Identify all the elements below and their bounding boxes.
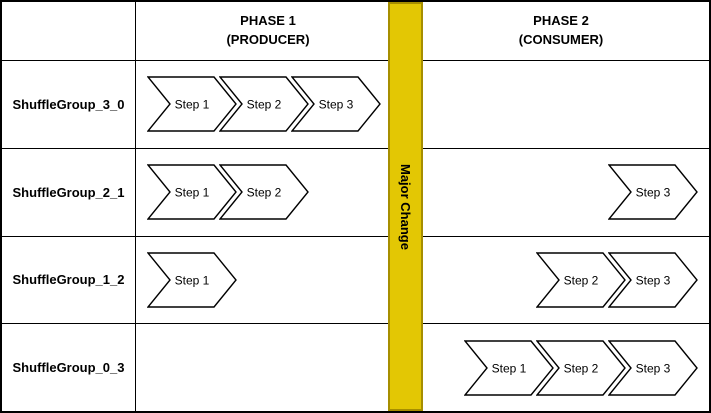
step-chevron-shape: [291, 76, 381, 133]
step-chevron-shape: [147, 252, 237, 308]
step-chevron: Step 2: [219, 76, 309, 133]
producer-cell: Step 1: [136, 237, 389, 324]
table-row: ShuffleGroup_1_2 Step 1 Step 2 Step 3: [2, 235, 709, 324]
consumer-cell: Step 2 Step 3: [424, 237, 709, 324]
step-chevron-shape: [536, 339, 626, 396]
step-chevron: Step 3: [608, 252, 698, 308]
table-row: ShuffleGroup_0_3 Step 1 Step 2 Step 3: [2, 323, 709, 411]
step-label: Step 1: [175, 273, 210, 287]
row-label: ShuffleGroup_3_0: [2, 61, 136, 148]
row-label: ShuffleGroup_2_1: [2, 148, 136, 236]
step-label: Step 2: [247, 186, 282, 200]
header-empty-cell: [2, 2, 136, 60]
step-label: Step 3: [319, 98, 354, 112]
step-label: Step 3: [636, 361, 671, 375]
step-label: Step 1: [175, 186, 210, 200]
step-label: Step 1: [175, 98, 210, 112]
header-row: PHASE 1 (PRODUCER) PHASE 2 (CONSUMER): [2, 2, 709, 60]
step-label: Step 1: [492, 361, 527, 375]
step-chevron: Step 1: [147, 76, 237, 133]
step-chevron: Step 3: [608, 339, 698, 396]
step-chevron-shape: [219, 76, 309, 133]
major-change-divider: Major Change: [388, 2, 423, 411]
table-row: ShuffleGroup_2_1 Step 1 Step 2 Step 3: [2, 147, 709, 236]
row-label: ShuffleGroup_1_2: [2, 236, 136, 324]
step-chevron-shape: [536, 252, 626, 308]
producer-cell: [136, 324, 389, 411]
step-label: Step 3: [636, 186, 671, 200]
phase2-title-line2: (CONSUMER): [518, 32, 604, 47]
phase2-title-line1: PHASE 2: [533, 13, 589, 29]
step-label: Step 2: [564, 361, 599, 375]
step-label: Step 2: [564, 273, 599, 287]
step-chevron: Step 2: [536, 339, 626, 396]
step-chevron: Step 1: [147, 164, 237, 220]
step-chevron: Step 3: [291, 76, 381, 133]
table-row: ShuffleGroup_3_0 Step 1 Step 2 Step 3: [2, 60, 709, 148]
producer-cell: Step 1 Step 2: [136, 149, 389, 236]
step-chevron-shape: [147, 164, 237, 220]
step-chevron: Step 3: [608, 164, 698, 220]
producer-cell: Step 1 Step 2 Step 3: [136, 61, 389, 148]
row-label: ShuffleGroup_0_3: [2, 324, 136, 411]
step-label: Step 3: [636, 273, 671, 287]
step-chevron-shape: [608, 252, 698, 308]
consumer-cell: Step 1 Step 2 Step 3: [424, 324, 709, 411]
step-label: Step 2: [247, 98, 282, 112]
consumer-cell: Step 3: [424, 149, 709, 236]
major-change-label: Major Change: [398, 163, 413, 250]
phase1-header: PHASE 1 (PRODUCER): [136, 2, 389, 60]
step-chevron-shape: [219, 164, 309, 220]
step-chevron-shape: [608, 164, 698, 220]
step-chevron-shape: [147, 76, 237, 133]
step-chevron: Step 2: [536, 252, 626, 308]
step-chevron-shape: [464, 339, 554, 396]
phase1-title-line1: PHASE 1: [240, 13, 296, 29]
step-chevron: Step 2: [219, 164, 309, 220]
step-chevron-shape: [608, 339, 698, 396]
step-chevron: Step 1: [464, 339, 554, 396]
phase1-title-line2: (PRODUCER): [226, 32, 310, 47]
consumer-cell: [424, 61, 709, 148]
phase2-header: PHASE 2 (CONSUMER): [424, 2, 709, 60]
step-chevron: Step 1: [147, 252, 237, 308]
